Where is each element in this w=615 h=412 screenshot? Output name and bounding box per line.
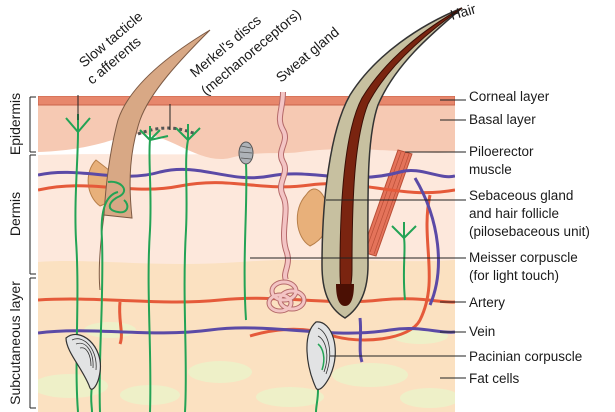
- nerve-fibre: [404, 238, 405, 300]
- label-fat-cells: Fat cells: [469, 371, 520, 386]
- right-labels: Corneal layer Basal layer Piloerector mu…: [469, 89, 590, 386]
- label-pacinian: Pacinian corpuscle: [469, 349, 582, 364]
- label-sebaceous-line3: (pilosebaceous unit): [469, 224, 590, 239]
- label-sebaceous-line1: Sebaceous gland: [469, 188, 573, 203]
- label-dermis: Dermis: [7, 192, 23, 236]
- artery-descending: [120, 302, 122, 344]
- fat-cell: [256, 387, 324, 407]
- bracket-epidermis: [30, 97, 36, 152]
- fat-cell: [400, 388, 460, 408]
- label-basal-layer: Basal layer: [469, 112, 536, 127]
- fat-cell: [188, 361, 252, 383]
- label-artery: Artery: [469, 295, 505, 310]
- label-subcutaneous: Subcutaneous layer: [7, 281, 23, 405]
- label-epidermis: Epidermis: [7, 93, 23, 155]
- fat-cell: [332, 363, 408, 387]
- label-piloerector-line1: Piloerector: [469, 144, 534, 159]
- pacinian-nerve: [91, 386, 92, 412]
- label-hair: Hair: [448, 0, 477, 23]
- label-corneal-layer: Corneal layer: [469, 89, 550, 104]
- bracket-subcutaneous: [30, 278, 36, 408]
- label-piloerector-line2: muscle: [469, 162, 512, 177]
- label-vein: Vein: [469, 324, 495, 339]
- layer-brackets: Epidermis Dermis Subcutaneous layer: [7, 93, 36, 408]
- label-meissner-line1: Meisser corpuscle: [469, 250, 578, 265]
- corneal-layer: [38, 96, 455, 105]
- vein-descending: [360, 318, 362, 362]
- bracket-dermis: [30, 155, 36, 274]
- label-sebaceous-line2: and hair follicle: [469, 206, 559, 221]
- meissner-corpuscle: [239, 142, 253, 164]
- label-meissner-line2: (for light touch): [469, 268, 559, 283]
